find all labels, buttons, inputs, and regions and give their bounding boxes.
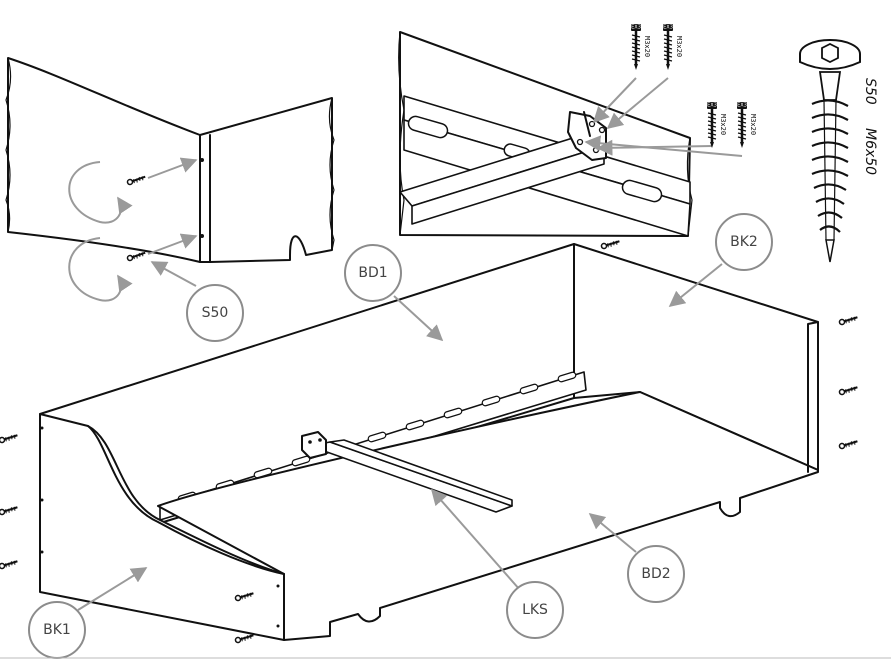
callout-s50-label: S50 [202,305,229,321]
small-screw-4: EX3 M3x20 [735,100,757,150]
callout-bk2-label: BK2 [730,234,758,250]
bed-frame [39,243,819,641]
callout-bd1-label: BD1 [358,265,387,281]
joint-screw-lower [125,250,148,262]
small-screw-3-badge: EX3 [707,103,717,109]
large-screw-s50: S50 M6x50 [799,39,878,263]
small-screw-2-spec: M3x20 [675,36,683,57]
large-screw-spec: M6x50 [862,128,878,175]
small-screw-4-spec: M3x20 [749,114,757,135]
small-screw-2: EX3 M3x20 [661,22,683,72]
rotate-arrow-lower-icon [68,237,133,302]
callout-lks-label: LKS [522,602,548,618]
small-screw-2-badge: EX3 [663,25,673,31]
callout-bd2: BD2 [588,512,685,603]
small-screw-1: EX3 M3x20 [629,22,651,72]
small-screw-4-badge: EX3 [737,103,747,109]
callout-bk2: BK2 [668,213,773,308]
callout-bk1-label: BK1 [43,622,71,638]
rail-bracket-detail [398,31,743,237]
callout-lks: LKS [430,488,564,639]
callout-s50: S50 [186,284,244,342]
large-screw-code: S50 [862,78,878,105]
corner-joint-detail [5,57,335,302]
small-screw-3: EX3 M3x20 [705,100,727,150]
small-screw-1-badge: EX3 [631,25,641,31]
small-screw-3-spec: M3x20 [719,114,727,135]
callout-bd1: BD1 [344,244,444,342]
callout-bd2-label: BD2 [641,566,670,582]
rotate-arrow-upper-icon [68,161,133,224]
small-screw-1-spec: M3x20 [643,36,651,57]
